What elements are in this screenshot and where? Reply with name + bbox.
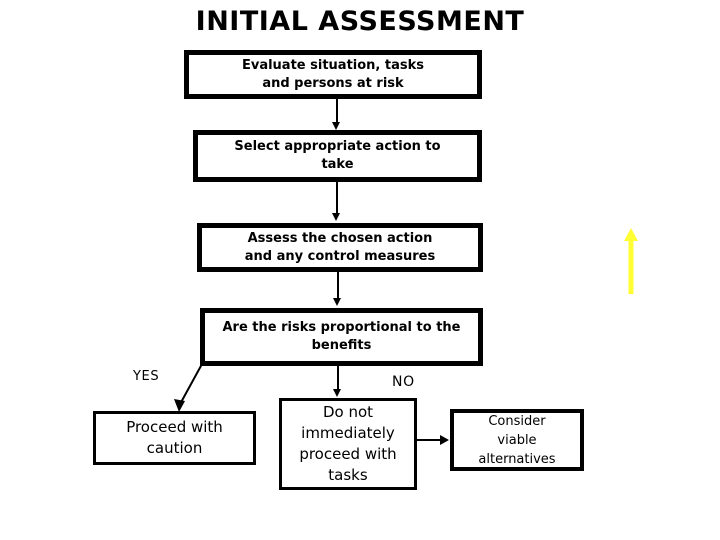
arrowhead-down-icon bbox=[333, 298, 341, 306]
connector-risks-to-do-not-proceed bbox=[337, 366, 339, 391]
arrowhead-right-icon bbox=[440, 435, 449, 445]
connector-assess-to-risks bbox=[337, 272, 339, 300]
page-title: INITIAL ASSESSMENT bbox=[195, 6, 525, 37]
arrowhead-down-icon bbox=[332, 213, 340, 221]
branch-label-no: NO bbox=[392, 374, 415, 390]
connector-risks-to-proceed-with-caution bbox=[174, 363, 203, 412]
arrowhead-down-icon bbox=[333, 389, 341, 397]
connector-select-to-assess bbox=[336, 182, 338, 215]
connector-evaluate-to-select bbox=[336, 99, 338, 124]
yellow-up-arrow-icon bbox=[624, 228, 638, 294]
branch-label-yes: YES bbox=[133, 369, 160, 384]
arrowhead-down-icon bbox=[332, 122, 340, 130]
connector-do-not-proceed-to-consider bbox=[417, 439, 443, 441]
